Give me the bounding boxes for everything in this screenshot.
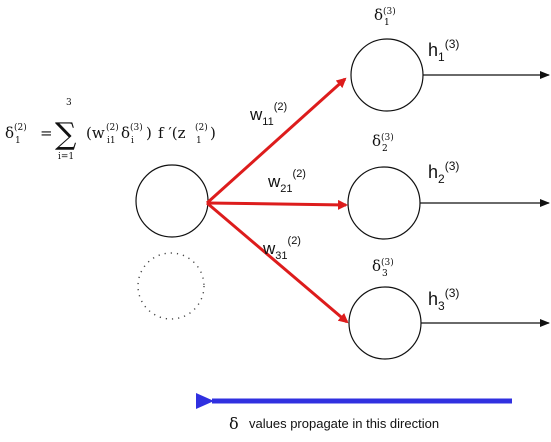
output-label-h1: h1(3) xyxy=(428,37,459,64)
formula-lhs-sup: (2) xyxy=(14,122,27,133)
caption-text: values propagate in this direction xyxy=(249,416,439,431)
formula-term-w-sup: (2) xyxy=(106,122,119,133)
output-node-2 xyxy=(347,166,421,240)
delta-label-3-sub: 3 xyxy=(382,269,388,279)
weight-label-w21: w21(2) xyxy=(267,168,306,195)
formula-term-delta-sub: i xyxy=(131,136,134,146)
edge-w11-arrow xyxy=(205,77,347,205)
formula-lhs-symbol: δ xyxy=(5,124,14,142)
formula-term-w-sub: i1 xyxy=(107,136,116,146)
output-label-h3: h3(3) xyxy=(428,286,459,313)
formula-deriv-sup: (2) xyxy=(195,122,208,133)
delta-label-3: δ(3) xyxy=(372,257,394,275)
delta-label-1-sub: 1 xyxy=(384,18,390,28)
formula-term-close: ) xyxy=(146,124,152,142)
formula-deriv-sub: 1 xyxy=(196,136,202,146)
formula-equals: = xyxy=(40,124,53,142)
delta-label-2-sub: 2 xyxy=(382,144,388,154)
formula-lhs-sub: 1 xyxy=(15,136,21,146)
delta-label-1: δ(3) xyxy=(374,6,396,24)
svg-text:δ: δ xyxy=(5,124,14,142)
formula-sum-lower: i=1 xyxy=(58,152,74,162)
delta-formula: δ (2) 1 = 3 ∑ i=1 (w (2) i1 δ (3) i ) f … xyxy=(5,98,216,162)
hidden-node xyxy=(135,164,209,238)
output-node-3 xyxy=(348,286,422,360)
output-label-h2: h2(3) xyxy=(428,159,459,186)
formula-term-delta: δ xyxy=(121,124,130,142)
formula-sum-symbol: ∑ xyxy=(55,117,77,152)
weight-label-w31: w31(2) xyxy=(262,235,301,262)
formula-sum-upper: 3 xyxy=(66,98,72,108)
formula-term-delta-sup: (3) xyxy=(130,122,143,133)
dotted-node xyxy=(137,252,205,320)
formula-deriv-close: ) xyxy=(210,124,216,142)
delta-label-2: δ(3) xyxy=(372,132,394,150)
edge-w31-arrow xyxy=(206,201,349,324)
caption-delta-symbol: δ xyxy=(229,414,239,433)
formula-deriv-f: f ′(z xyxy=(158,124,186,142)
edge-w21-arrow xyxy=(207,199,348,210)
output-node-1 xyxy=(350,38,424,112)
weight-label-w11: w11(2) xyxy=(249,101,287,128)
formula-term-open: (w xyxy=(86,124,105,142)
